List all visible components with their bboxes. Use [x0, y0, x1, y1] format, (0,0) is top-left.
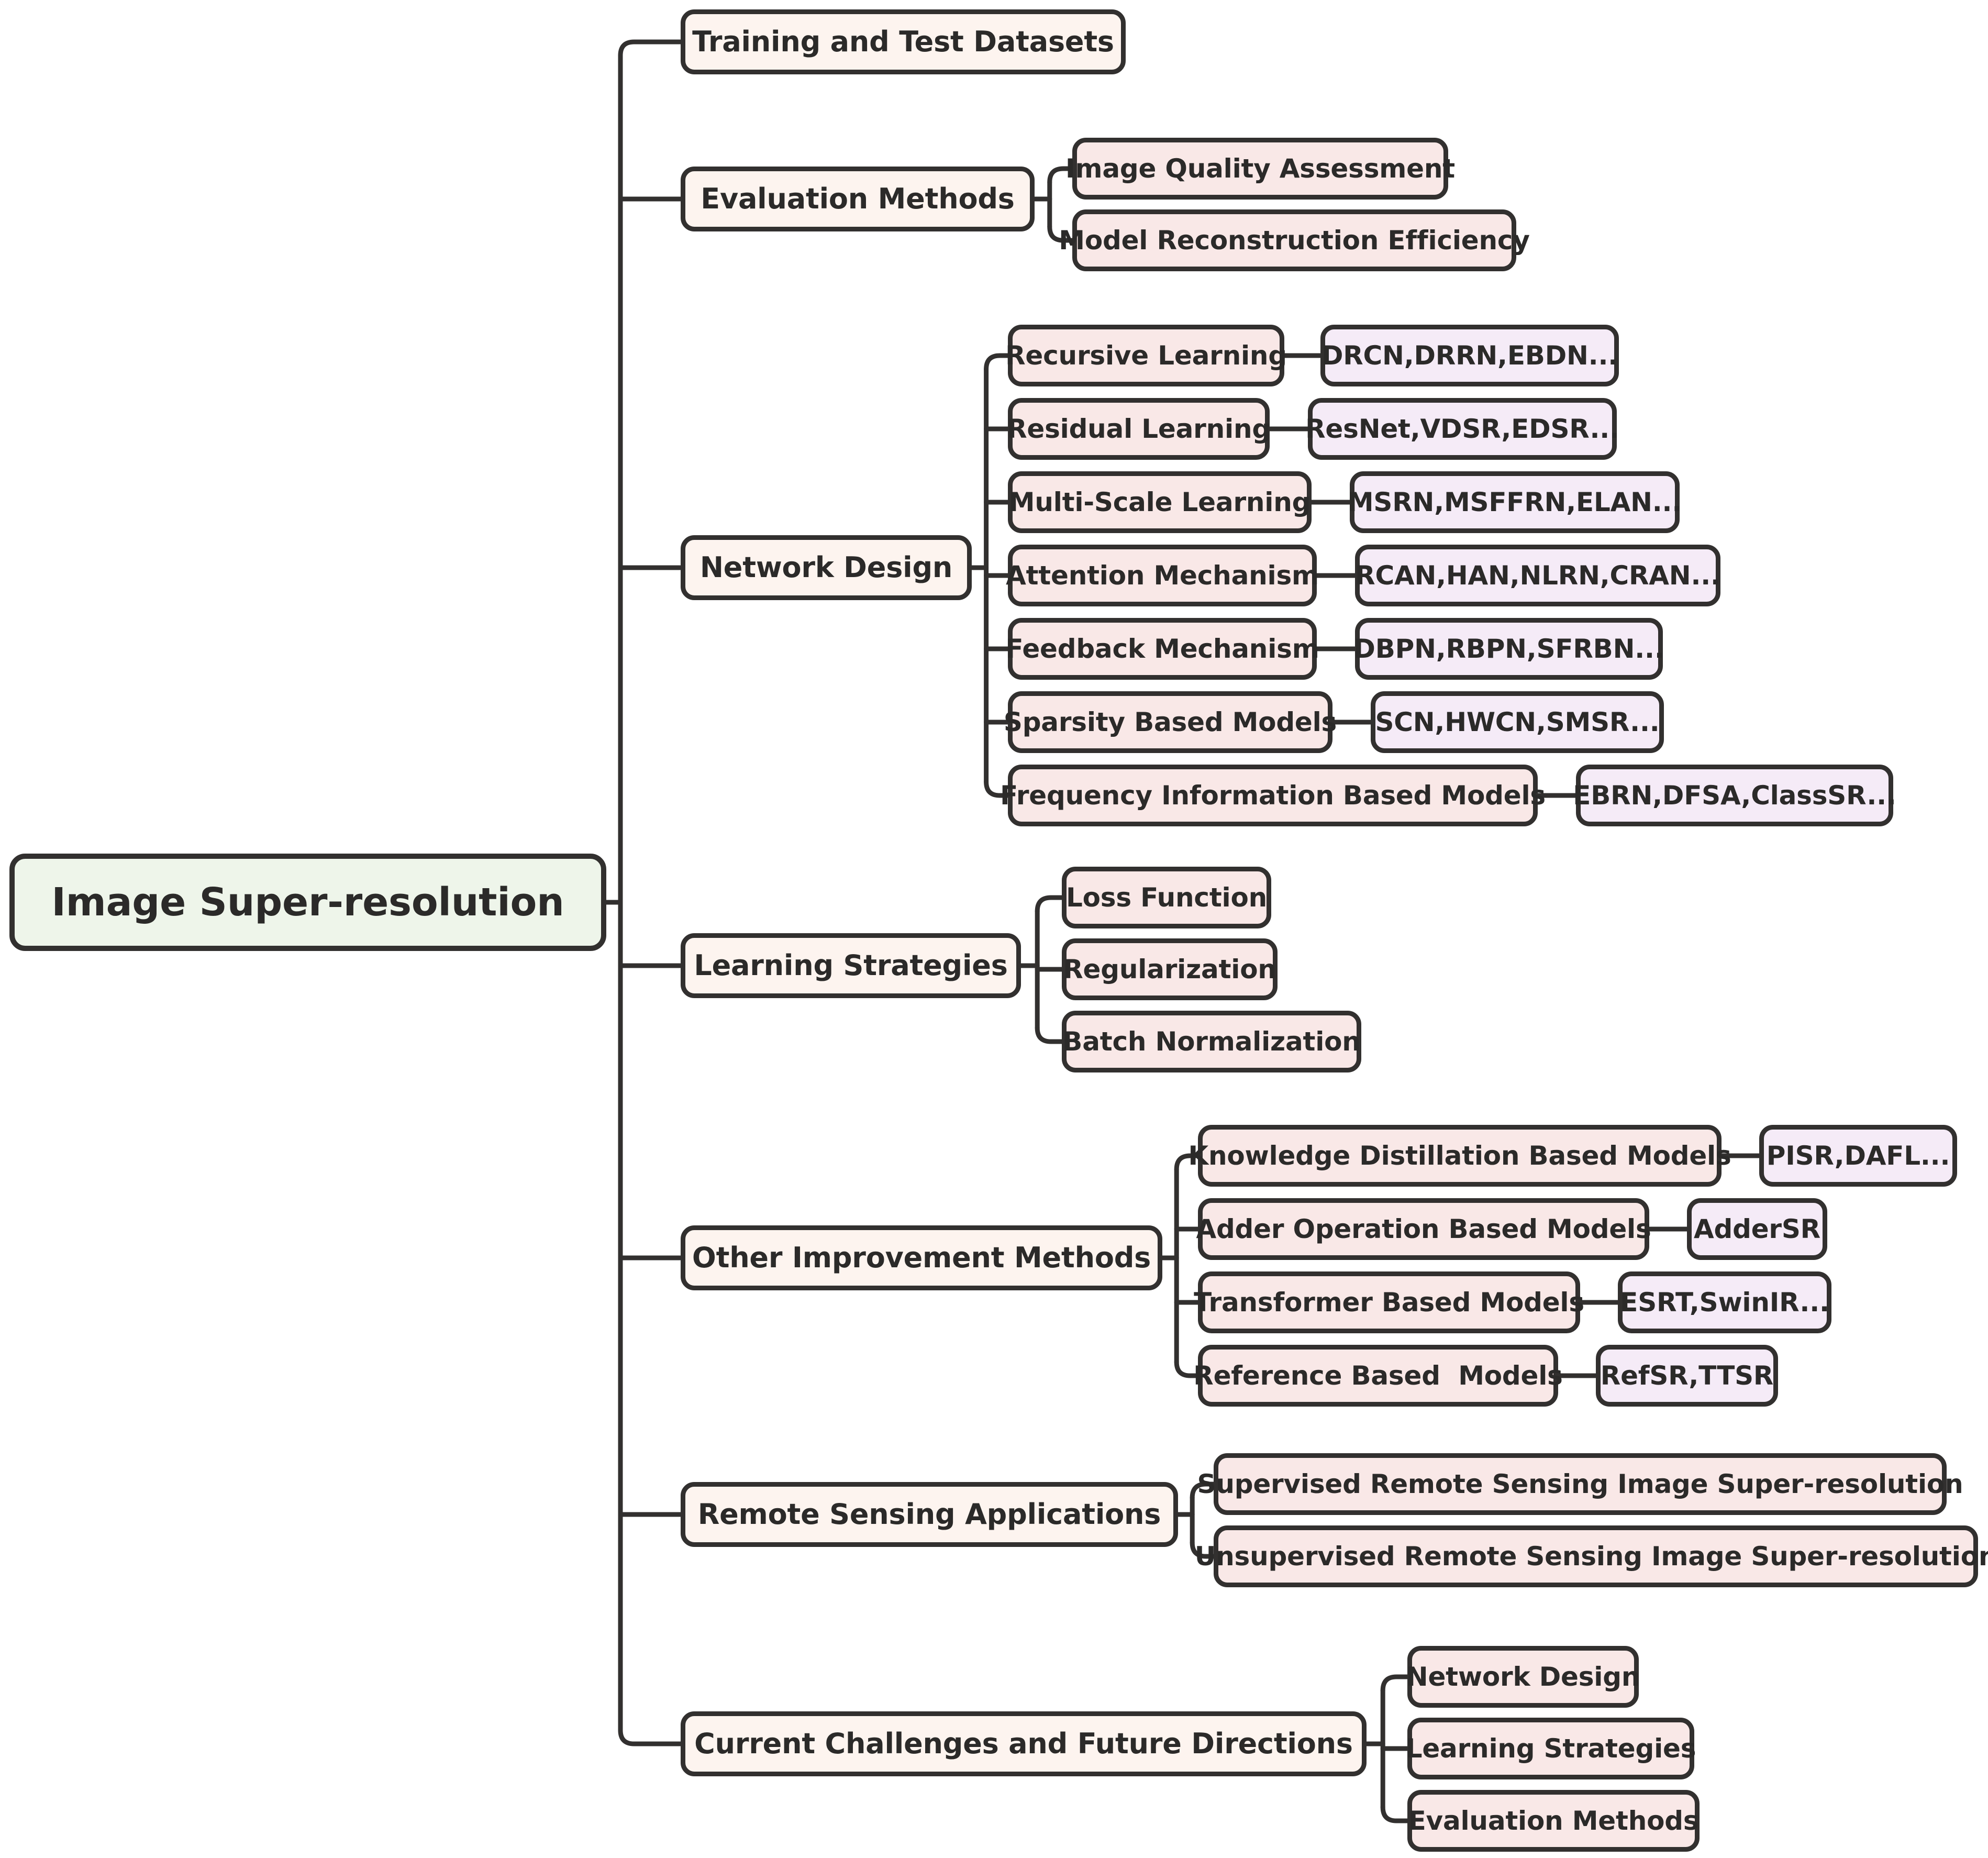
node-label: RefSR,TTSR — [1600, 1361, 1774, 1391]
mindmap-node-resnet-vdsr-edsr[interactable]: ResNet,VDSR,EDSR... — [1305, 398, 1619, 460]
node-label: Learning Strategies — [1405, 1733, 1696, 1764]
node-label: Knowledge Distillation Based Models — [1188, 1141, 1731, 1171]
node-label: Current Challenges and Future Directions — [694, 1727, 1353, 1760]
mindmap-node-regularization[interactable]: Regularization — [1062, 938, 1278, 1000]
node-label: DBPN,RBPN,SFRBN... — [1353, 634, 1664, 664]
mindmap-node-transformer-based-models[interactable]: Transformer Based Models — [1194, 1271, 1584, 1333]
node-label: Supervised Remote Sensing Image Super-re… — [1197, 1469, 1963, 1499]
node-label: Other Improvement Methods — [692, 1241, 1151, 1274]
mindmap-node-residual-learning[interactable]: Residual Learning — [1007, 398, 1271, 460]
node-label: MSRN,MSFFRN,ELAN... — [1347, 487, 1682, 517]
mindmap-node-sparsity-based-models[interactable]: Sparsity Based Models — [1004, 691, 1337, 753]
mindmap-node-training-and-test-datasets[interactable]: Training and Test Datasets — [681, 9, 1126, 74]
mindmap-node-esrt-swinir[interactable]: ESRT,SwinIR... — [1618, 1271, 1831, 1333]
node-label: Adder Operation Based Models — [1196, 1214, 1651, 1244]
mindmap-node-learning-strategies[interactable]: Learning Strategies — [681, 933, 1021, 998]
mindmap-connector — [1035, 1025, 1064, 1044]
mindmap-node-addersr[interactable]: AdderSR — [1687, 1198, 1827, 1260]
node-label: Network Design — [699, 551, 953, 584]
node-label: SCN,HWCN,SMSR... — [1375, 707, 1660, 737]
node-label: Batch Normalization — [1062, 1026, 1361, 1057]
node-label: Recursive Learning — [1005, 340, 1287, 371]
mindmap-node-evaluation-methods[interactable]: Evaluation Methods — [1407, 1790, 1700, 1852]
node-label: Evaluation Methods — [701, 182, 1015, 215]
mindmap-node-loss-function[interactable]: Loss Function — [1062, 867, 1271, 928]
mindmap-node-rcan-han-nlrn-cran[interactable]: RCAN,HAN,NLRN,CRAN... — [1355, 545, 1720, 606]
node-label: AdderSR — [1694, 1214, 1820, 1244]
mindmap-node-image-quality-assessment[interactable]: Image Quality Assessment — [1065, 138, 1455, 200]
mindmap-node-frequency-information-based-models[interactable]: Frequency Information Based Models — [1000, 765, 1546, 826]
node-label: Loss Function — [1065, 882, 1268, 913]
node-label: Reference Based Models — [1193, 1361, 1563, 1391]
node-label: Evaluation Methods — [1408, 1806, 1699, 1836]
mindmap-connector — [984, 353, 1010, 372]
node-label: Unsupervised Remote Sensing Image Super-… — [1194, 1541, 1988, 1572]
node-label: Residual Learning — [1007, 414, 1271, 444]
node-label: PISR,DAFL... — [1766, 1141, 1950, 1171]
node-label: Feedback Mechanism — [1005, 634, 1319, 664]
mindmap-node-evaluation-methods[interactable]: Evaluation Methods — [681, 167, 1035, 231]
node-label: ESRT,SwinIR... — [1620, 1287, 1829, 1318]
node-label: Frequency Information Based Models — [1000, 780, 1546, 811]
mindmap-node-refsr-ttsr[interactable]: RefSR,TTSR — [1596, 1345, 1778, 1407]
mindmap-node-reference-based-models[interactable]: Reference Based Models — [1193, 1345, 1563, 1407]
mindmap-node-ebrn-dfsa-classsr[interactable]: EBRN,DFSA,ClassSR... — [1573, 765, 1896, 826]
node-label: Sparsity Based Models — [1003, 707, 1337, 737]
node-label: ResNet,VDSR,EDSR... — [1305, 414, 1619, 444]
mindmap-node-multi-scale-learning[interactable]: Multi-Scale Learning — [1008, 471, 1312, 533]
node-label: Regularization — [1063, 954, 1276, 985]
node-label: Attention Mechanism — [1006, 560, 1319, 591]
mindmap-connector — [618, 39, 683, 58]
mindmap-node-other-improvement-methods[interactable]: Other Improvement Methods — [681, 1225, 1162, 1290]
node-label: Model Reconstruction Efficiency — [1059, 225, 1530, 256]
node-label: Remote Sensing Applications — [697, 1498, 1161, 1531]
mindmap-connector — [1380, 1674, 1410, 1693]
node-label: DRCN,DRRN,EBDN... — [1321, 340, 1618, 371]
mindmap-node-network-design[interactable]: Network Design — [681, 535, 972, 600]
mindmap-connector — [1035, 895, 1064, 914]
node-label: Multi-Scale Learning — [1008, 487, 1311, 517]
node-label: Learning Strategies — [694, 949, 1008, 982]
mindmap-node-adder-operation-based-models[interactable]: Adder Operation Based Models — [1196, 1198, 1651, 1260]
mindmap-connector — [1380, 1805, 1410, 1823]
mindmap-node-recursive-learning[interactable]: Recursive Learning — [1005, 325, 1287, 386]
mindmap-node-remote-sensing-applications[interactable]: Remote Sensing Applications — [681, 1482, 1178, 1547]
mindmap-node-knowledge-distillation-based-models[interactable]: Knowledge Distillation Based Models — [1188, 1125, 1731, 1187]
node-label: Image Super-resolution — [51, 880, 564, 925]
mindmap-node-attention-mechanism[interactable]: Attention Mechanism — [1006, 545, 1319, 606]
node-label: RCAN,HAN,NLRN,CRAN... — [1355, 560, 1720, 591]
mindmap-node-current-challenges-and-future-directions[interactable]: Current Challenges and Future Directions — [681, 1711, 1367, 1776]
mindmap-node-msrn-msffrn-elan[interactable]: MSRN,MSFFRN,ELAN... — [1347, 471, 1682, 533]
node-label: Network Design — [1406, 1662, 1640, 1692]
mindmap-node-pisr-dafl[interactable]: PISR,DAFL... — [1759, 1125, 1957, 1187]
mindmap-node-feedback-mechanism[interactable]: Feedback Mechanism — [1005, 618, 1319, 680]
mindmap-node-unsupervised-remote-sensing-image-super-reso[interactable]: Unsupervised Remote Sensing Image Super-… — [1195, 1525, 1988, 1587]
mindmap-node-batch-normalization[interactable]: Batch Normalization — [1062, 1011, 1361, 1072]
node-label: Training and Test Datasets — [692, 25, 1114, 58]
node-label: Image Quality Assessment — [1065, 153, 1455, 184]
node-label: EBRN,DFSA,ClassSR... — [1573, 780, 1896, 811]
mindmap-connector — [618, 1728, 683, 1746]
mindmap-node-network-design[interactable]: Network Design — [1406, 1646, 1640, 1708]
node-label: Transformer Based Models — [1194, 1287, 1584, 1318]
mindmap-root-node[interactable]: Image Super-resolution — [9, 854, 606, 951]
mindmap-node-learning-strategies[interactable]: Learning Strategies — [1405, 1718, 1696, 1779]
mindmap-node-scn-hwcn-smsr[interactable]: SCN,HWCN,SMSR... — [1371, 691, 1664, 753]
mindmap-node-drcn-drrn-ebdn[interactable]: DRCN,DRRN,EBDN... — [1320, 325, 1619, 386]
mindmap-node-supervised-remote-sensing-image-super-resolu[interactable]: Supervised Remote Sensing Image Super-re… — [1197, 1453, 1963, 1515]
mindmap-node-model-reconstruction-efficiency[interactable]: Model Reconstruction Efficiency — [1059, 209, 1530, 271]
mindmap-node-dbpn-rbpn-sfrbn[interactable]: DBPN,RBPN,SFRBN... — [1353, 618, 1664, 680]
